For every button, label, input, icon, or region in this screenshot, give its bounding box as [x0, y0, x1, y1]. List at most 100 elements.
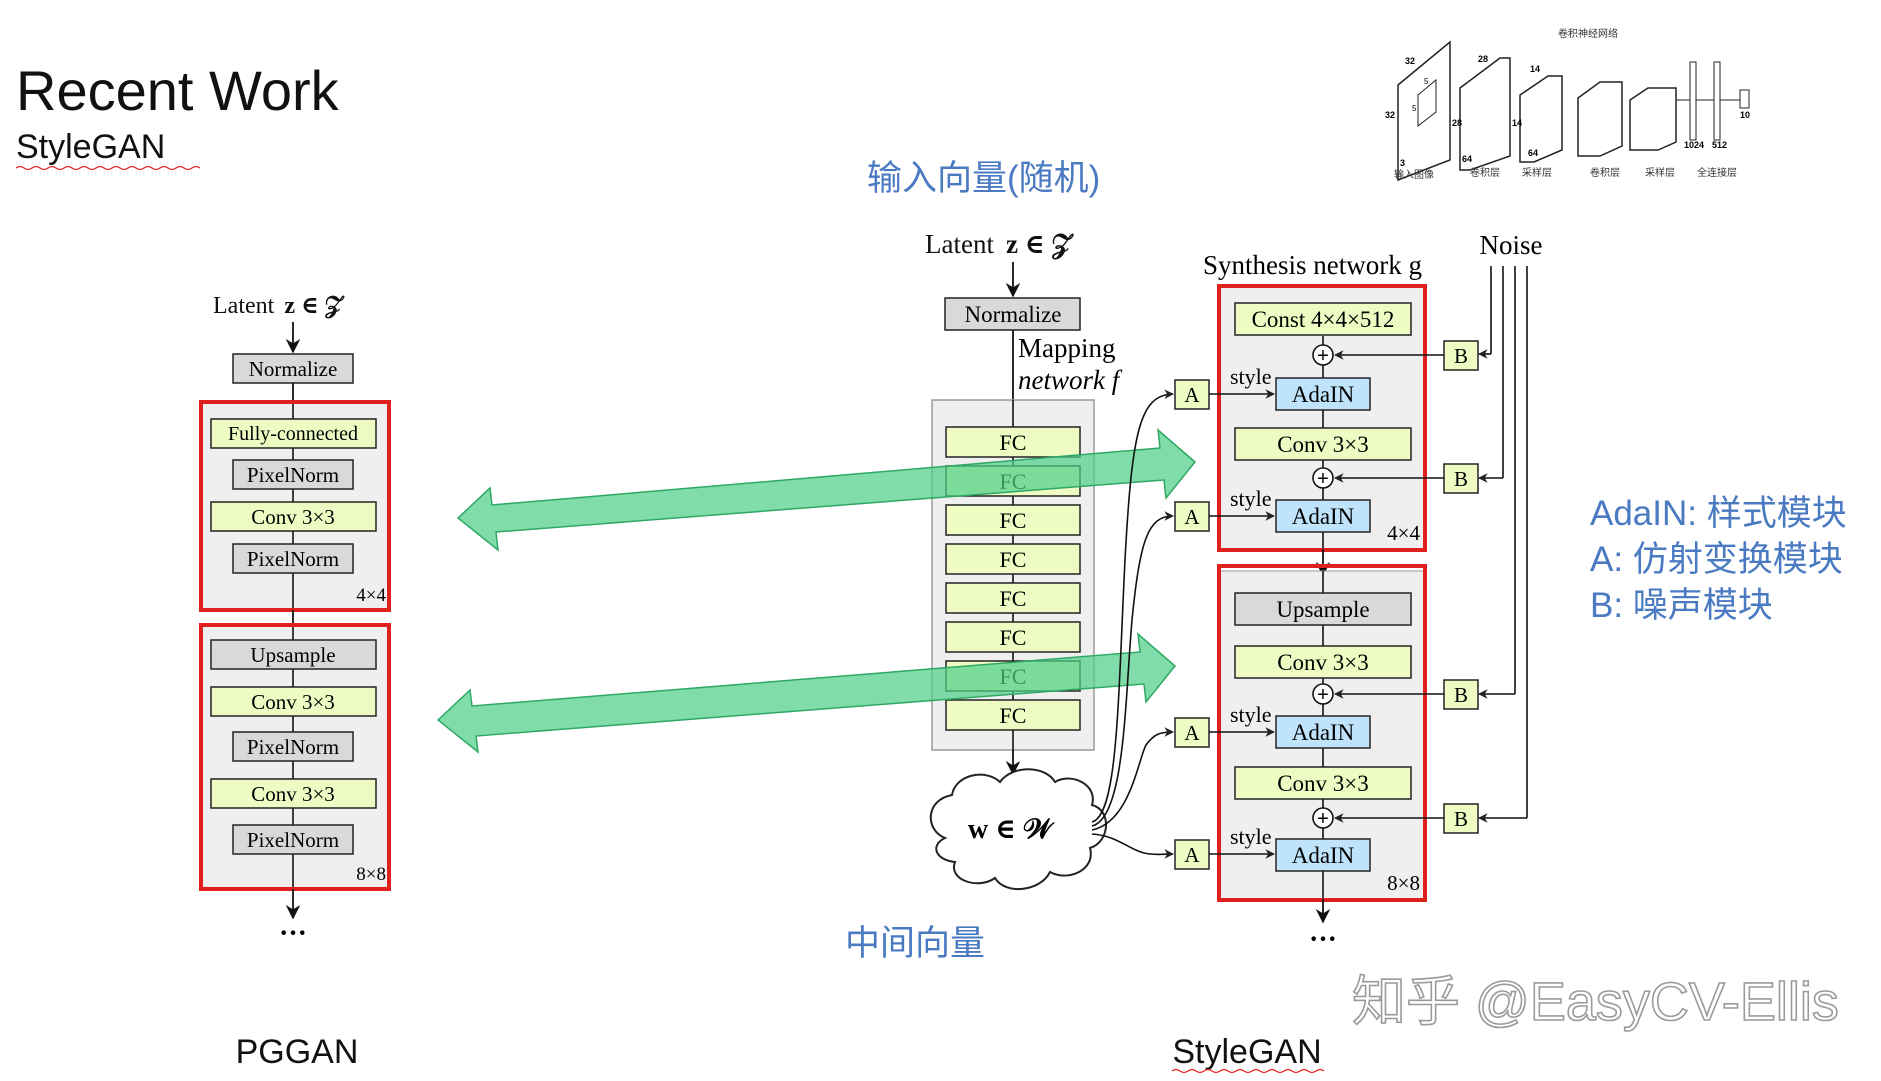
- cnn-thumbnail-title: 卷积神经网络: [1558, 27, 1618, 40]
- fc-box: [945, 582, 1081, 614]
- cnn-pool1-plane: [1519, 75, 1563, 163]
- cnn-fc-1024: [1689, 61, 1697, 141]
- synthesis-red-highlight-8x8: [1217, 564, 1427, 902]
- adain-label: AdaIN: [1292, 382, 1355, 407]
- affine-a-box: [1174, 501, 1210, 532]
- adain-label: AdaIN: [1292, 720, 1355, 745]
- comparison-arrow-lower: [436, 632, 1177, 754]
- pggan-pixelnorm-box: [232, 824, 354, 855]
- cnn-number: 14: [1512, 118, 1522, 128]
- pggan-normalize-box: [232, 353, 354, 384]
- synthesis-ellipsis: ···: [1309, 924, 1337, 955]
- page-title: Recent Work: [16, 59, 340, 122]
- adain-box: [1275, 838, 1371, 872]
- pggan-pixelnorm-label: PixelNorm: [247, 547, 339, 571]
- cnn-stage-label: 输入图像: [1394, 168, 1434, 181]
- pggan-conv-label: Conv 3×3: [251, 505, 335, 529]
- cnn-output-10: [1739, 89, 1750, 109]
- pggan-pixelnorm-label: PixelNorm: [247, 463, 339, 487]
- noise-add-node: [1312, 807, 1334, 829]
- noise-b-label: B: [1454, 683, 1468, 707]
- affine-a-label: A: [1184, 721, 1200, 745]
- cnn-number: 32: [1405, 56, 1415, 66]
- cnn-number: 28: [1452, 118, 1462, 128]
- stylegan-synthesis-network: Synthesis network g Noise Const 4×4×512 …: [1091, 230, 1543, 955]
- legend-item: A: 仿射变换模块: [1590, 540, 1843, 579]
- w-to-affine-curve: [1091, 833, 1174, 859]
- affine-a-box: [1174, 839, 1210, 870]
- legend: AdaIN: 样式模块 A: 仿射变换模块 B: 噪声模块: [1590, 494, 1847, 625]
- cnn-fc-512: [1713, 61, 1721, 141]
- conv-box: [1234, 427, 1412, 461]
- fc-box: [945, 504, 1081, 536]
- subtitle-squiggle: [15, 165, 201, 171]
- pggan-upsample-box: [210, 639, 377, 670]
- fc-label: FC: [1000, 508, 1027, 533]
- noise-add-node: [1312, 683, 1334, 705]
- cnn-stage-label: 采样层: [1645, 166, 1675, 179]
- noise-b-box: [1443, 463, 1479, 494]
- noise-add-node: [1312, 344, 1334, 366]
- upsample-box: [1234, 592, 1412, 626]
- noise-add-node: [1312, 467, 1334, 489]
- adain-box: [1275, 715, 1371, 749]
- affine-a-box: [1174, 379, 1210, 410]
- pggan-pixelnorm-box: [232, 543, 354, 574]
- cnn-number: 1024: [1684, 140, 1704, 150]
- pggan-normalize-label: Normalize: [249, 357, 338, 381]
- cnn-input-plane: [1397, 40, 1451, 182]
- fc-label: FC: [1000, 586, 1027, 611]
- mapping-network-label: Mapping: [1018, 333, 1116, 363]
- stylegan-caption: StyleGAN: [1172, 1033, 1321, 1071]
- cnn-number: 32: [1385, 110, 1395, 120]
- cnn-conv2-plane: [1577, 81, 1623, 157]
- cnn-stage-label: 卷积层: [1470, 166, 1500, 179]
- cnn-number: 64: [1462, 154, 1472, 164]
- cnn-number: 5: [1424, 77, 1429, 86]
- noise-add-symbol: +: [1317, 345, 1329, 367]
- w-latent-label: w ∈ 𝒲: [968, 814, 1056, 845]
- synthesis-network-label: Synthesis network g: [1203, 250, 1422, 280]
- noise-add-symbol: +: [1317, 684, 1329, 706]
- pggan-fully-connected-label: Fully-connected: [228, 423, 358, 445]
- noise-b-box: [1443, 803, 1479, 834]
- cnn-pool2-plane: [1629, 87, 1677, 151]
- adain-box: [1275, 377, 1371, 411]
- fc-stack: FCFCFCFCFCFCFCFC: [945, 426, 1081, 731]
- cnn-number: 28: [1478, 54, 1488, 64]
- noise-b-label: B: [1454, 807, 1468, 831]
- pggan-conv-box: [210, 778, 377, 809]
- pggan-red-highlight-8x8: [199, 623, 391, 891]
- cnn-number: 64: [1528, 148, 1538, 158]
- pggan-pixelnorm-box: [232, 459, 354, 490]
- pggan-ellipsis: ···: [279, 918, 307, 949]
- legend-item: AdaIN: 样式模块: [1590, 494, 1847, 533]
- pggan-conv-label: Conv 3×3: [251, 690, 335, 714]
- conv-label: Conv 3×3: [1277, 432, 1369, 457]
- noise-label: Noise: [1480, 230, 1543, 260]
- pggan-pixelnorm-label: PixelNorm: [247, 735, 339, 759]
- const-box: [1234, 302, 1412, 336]
- conv-label: Conv 3×3: [1277, 650, 1369, 675]
- pggan-pixelnorm-box: [232, 731, 354, 762]
- intermediate-vector-annotation: 中间向量: [845, 924, 985, 963]
- fc-label: FC: [1000, 547, 1027, 572]
- pggan-resolution-8x8: 8×8: [356, 864, 386, 885]
- cnn-stage-label: 全连接层: [1697, 166, 1737, 179]
- input-vector-annotation: 输入向量(随机): [867, 159, 1100, 198]
- mapping-normalize-label: Normalize: [964, 302, 1061, 327]
- legend-item: B: 噪声模块: [1590, 586, 1773, 625]
- adain-label: AdaIN: [1292, 843, 1355, 868]
- w-to-affine-curve: [1091, 727, 1174, 831]
- affine-a-label: A: [1184, 843, 1200, 867]
- cnn-conv1-plane: [1459, 57, 1511, 171]
- noise-add-symbol: +: [1317, 808, 1329, 830]
- cnn-stage-label: 采样层: [1522, 166, 1552, 179]
- pggan-upsample-label: Upsample: [250, 643, 335, 667]
- comparison-arrow-upper: [456, 428, 1197, 552]
- style-label: style: [1230, 364, 1272, 389]
